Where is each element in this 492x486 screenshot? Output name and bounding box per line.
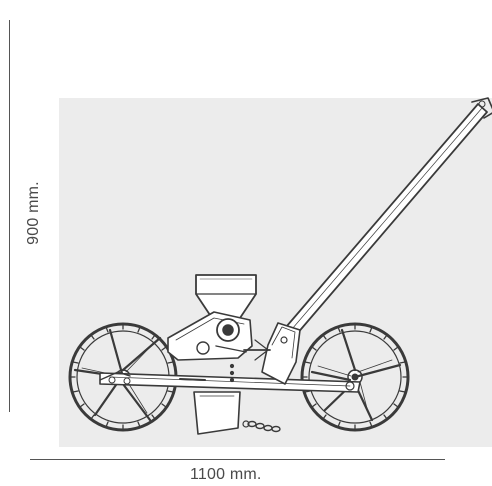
frame-details (99, 363, 235, 383)
front-wheel (300, 322, 410, 432)
seed-meter-housing (167, 311, 271, 361)
handle-bar (279, 97, 492, 343)
furrow-opener (193, 391, 250, 435)
handle-bracket (261, 322, 301, 385)
chassis-frame (99, 372, 361, 393)
drag-chain (247, 420, 281, 433)
seed-hopper (195, 274, 257, 319)
width-dimension-line (30, 459, 445, 460)
rear-wheel-treads (69, 323, 177, 431)
front-wheel-treads (301, 323, 409, 431)
width-dimension-label: 1100 mm. (190, 466, 262, 483)
height-dimension-line (9, 20, 10, 412)
